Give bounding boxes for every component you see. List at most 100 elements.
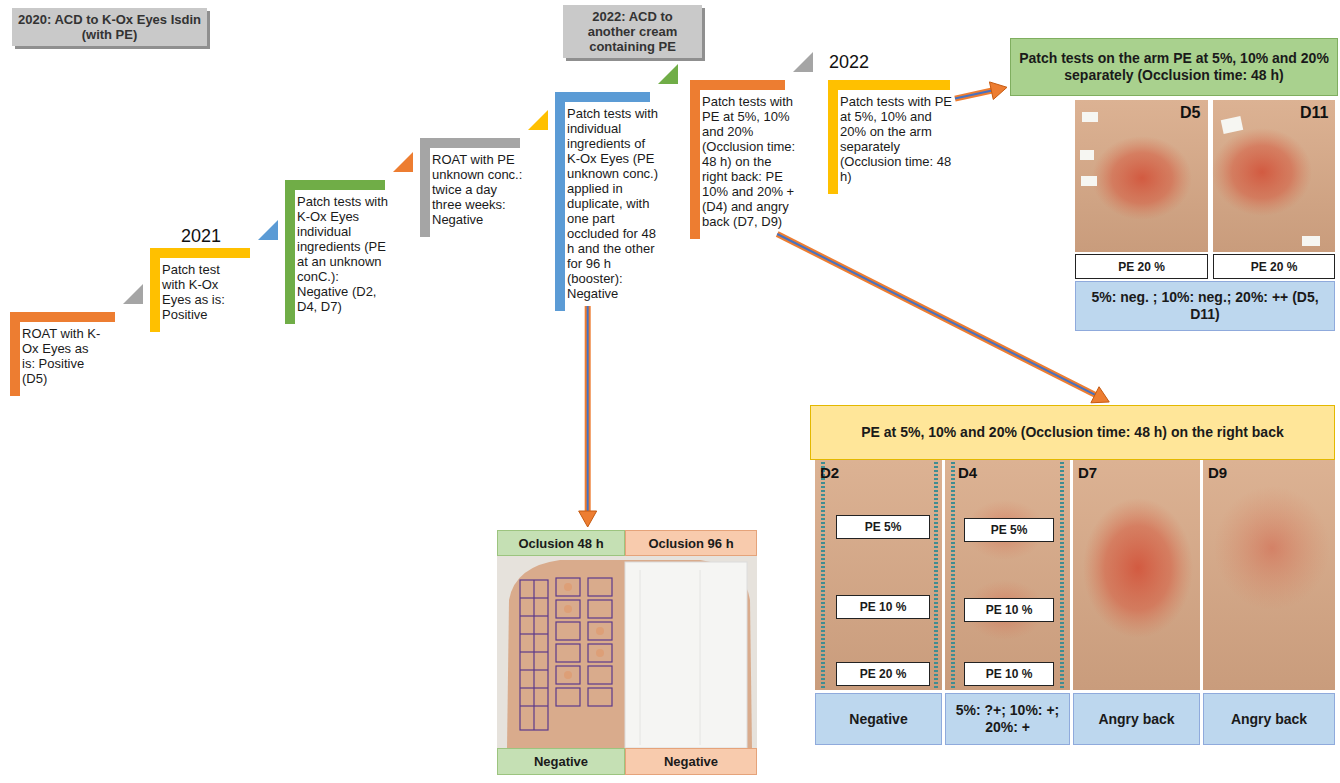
step-bar bbox=[690, 80, 785, 90]
step-bar bbox=[828, 80, 838, 194]
step-bar bbox=[150, 248, 250, 258]
node-text: 5%: ?+; 10%: +; 20%: + bbox=[952, 702, 1063, 736]
node-text: 5%: neg. ; 10%: neg.; 20%: ++ (D5, D11) bbox=[1082, 289, 1328, 323]
connector-line bbox=[777, 234, 1097, 396]
result-box: Angry back bbox=[1073, 693, 1200, 745]
node-text: Patch tests with K-Ox Eyes individual in… bbox=[297, 194, 392, 314]
panel-header: Patch tests on the arm PE at 5%, 10% and… bbox=[1010, 38, 1338, 96]
day-label: D11 bbox=[1300, 104, 1328, 122]
node-text: Patch tests with individual ingredients … bbox=[567, 106, 661, 301]
node-text: Negative bbox=[664, 754, 718, 769]
timeline-step: Patch tests with PE at 5%, 10% and 20% o… bbox=[840, 94, 952, 186]
day-label: D9 bbox=[1208, 464, 1227, 481]
step-bar bbox=[10, 312, 20, 396]
photo-tag: PE 5% bbox=[836, 515, 930, 539]
arrow-head bbox=[989, 82, 1007, 100]
photo-tag: PE 5% bbox=[964, 518, 1054, 542]
timeline-step: Patch tests with individual ingredients … bbox=[567, 106, 661, 303]
timeline-step: Patch tests with PE at 5%, 10% and 20% (… bbox=[702, 94, 796, 231]
timeline-step: Patch tests with K-Ox Eyes individual in… bbox=[297, 194, 392, 316]
result-box: 5%: neg. ; 10%: neg.; 20%: ++ (D5, D11) bbox=[1075, 281, 1335, 331]
node-text: PE 20 % bbox=[1251, 260, 1298, 274]
node-text: Patch test with K-Ox Eyes as is: Positiv… bbox=[162, 262, 242, 322]
timeline-step: Patch test with K-Ox Eyes as is: Positiv… bbox=[162, 262, 242, 324]
photo-tag: PE 20 % bbox=[1075, 254, 1208, 279]
node-text: Oclusion 96 h bbox=[648, 536, 733, 551]
occlusion-header: Oclusion 48 h bbox=[497, 530, 625, 556]
photo-tag: PE 20 % bbox=[836, 662, 930, 686]
photo-tag: PE 20 % bbox=[1213, 254, 1335, 279]
arm-photos bbox=[1075, 100, 1335, 252]
step-triangle bbox=[793, 52, 813, 72]
back-occlusion-photo bbox=[497, 556, 757, 748]
node-text: Oclusion 48 h bbox=[518, 536, 603, 551]
timeline-step: ROAT with K-Ox Eyes as is: Positive (D5) bbox=[22, 326, 104, 388]
node-text: PE 10 % bbox=[986, 603, 1033, 617]
step-triangle bbox=[528, 110, 548, 130]
arrow-head bbox=[579, 511, 597, 527]
connector-line bbox=[587, 306, 589, 513]
node-text: PE 5% bbox=[865, 520, 902, 534]
photo-tag: PE 10 % bbox=[836, 595, 930, 619]
node-text: ROAT with PE unknown conc.: twice a day … bbox=[432, 152, 524, 227]
node-text: 2022: ACD to another cream containing PE bbox=[569, 9, 696, 54]
arrow-head bbox=[1091, 387, 1109, 403]
result-box: Negative bbox=[497, 748, 625, 775]
node-text: PE 10 % bbox=[860, 600, 907, 614]
connector-arrow bbox=[579, 306, 597, 527]
back-photos bbox=[815, 460, 1335, 690]
panel-header: PE at 5%, 10% and 20% (Occlusion time: 4… bbox=[810, 405, 1335, 460]
node-text: PE 5% bbox=[991, 523, 1028, 537]
step-bar bbox=[10, 312, 115, 322]
result-box: 5%: ?+; 10%: +; 20%: + bbox=[945, 693, 1070, 745]
period-banner: 2022: ACD to another cream containing PE bbox=[563, 5, 702, 58]
day-label: D2 bbox=[820, 464, 839, 481]
timeline-step: ROAT with PE unknown conc.: twice a day … bbox=[432, 152, 524, 229]
step-bar bbox=[150, 248, 160, 332]
period-banner: 2020: ACD to K-Ox Eyes Isdin (with PE) bbox=[12, 8, 207, 46]
connector-arrow bbox=[955, 82, 1007, 100]
day-label: D7 bbox=[1078, 464, 1097, 481]
node-text: 2020: ACD to K-Ox Eyes Isdin (with PE) bbox=[18, 12, 201, 42]
node-text: Patch tests with PE at 5%, 10% and 20% (… bbox=[702, 94, 796, 229]
year-label: 2021 bbox=[181, 226, 221, 247]
step-bar bbox=[420, 138, 430, 237]
result-box: Negative bbox=[815, 693, 942, 745]
node-text: Angry back bbox=[1231, 711, 1307, 728]
node-text: PE 20 % bbox=[860, 667, 907, 681]
node-text: ROAT with K-Ox Eyes as is: Positive (D5) bbox=[22, 326, 104, 386]
connector-line bbox=[777, 234, 1097, 396]
node-text: Patch tests on the arm PE at 5%, 10% and… bbox=[1019, 50, 1329, 84]
step-triangle bbox=[658, 64, 678, 84]
step-bar bbox=[420, 138, 520, 148]
connector-line bbox=[585, 306, 591, 513]
node-text: Angry back bbox=[1098, 711, 1174, 728]
node-text: Negative bbox=[849, 711, 907, 728]
year-label: 2022 bbox=[829, 52, 869, 73]
node-text: PE at 5%, 10% and 20% (Occlusion time: 4… bbox=[861, 424, 1283, 441]
step-bar bbox=[555, 92, 565, 311]
node-text: Negative bbox=[534, 754, 588, 769]
node-text: PE 20 % bbox=[1118, 260, 1165, 274]
node-text: Patch tests with PE at 5%, 10% and 20% o… bbox=[840, 94, 952, 184]
step-triangle bbox=[258, 220, 278, 240]
node-text: PE 10 % bbox=[986, 667, 1033, 681]
occlusion-header: Oclusion 96 h bbox=[625, 530, 757, 556]
step-bar bbox=[285, 180, 295, 324]
step-triangle bbox=[393, 152, 413, 172]
step-bar bbox=[828, 80, 950, 90]
step-bar bbox=[690, 80, 700, 239]
step-bar bbox=[285, 180, 385, 190]
photo-tag: PE 10 % bbox=[964, 662, 1054, 686]
day-label: D4 bbox=[958, 464, 977, 481]
day-label: D5 bbox=[1180, 104, 1200, 122]
step-bar bbox=[555, 92, 650, 102]
photo-tag: PE 10 % bbox=[964, 598, 1054, 622]
connector-line bbox=[955, 90, 993, 98]
connector-line bbox=[955, 90, 993, 98]
step-triangle bbox=[123, 284, 143, 304]
result-box: Angry back bbox=[1203, 693, 1335, 745]
